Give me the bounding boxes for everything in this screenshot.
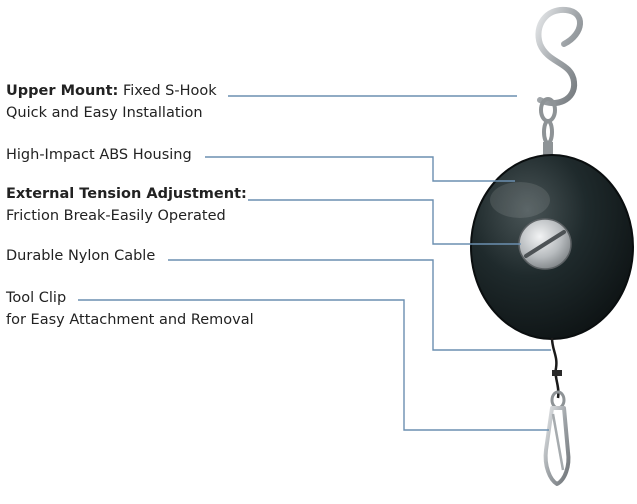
callout-text: High-Impact ABS Housing xyxy=(6,147,192,163)
clip-gate xyxy=(551,413,565,471)
callout-housing: High-Impact ABS Housing xyxy=(6,144,192,166)
callout-title: External Tension Adjustment: xyxy=(6,186,247,202)
callout-upper-mount: Upper Mount: Fixed S-Hook Quick and Easy… xyxy=(6,80,217,124)
knob-slot xyxy=(524,230,566,258)
cable-stop xyxy=(552,370,562,376)
nylon-cable xyxy=(550,337,560,399)
hook-mount xyxy=(543,142,553,156)
callout-nylon-cable: Durable Nylon Cable xyxy=(6,245,155,267)
callout-title: Upper Mount: xyxy=(6,83,119,99)
chain-link xyxy=(542,119,554,145)
leader-cable xyxy=(168,259,551,351)
tool-clip xyxy=(543,406,571,486)
leader-tension xyxy=(248,199,521,245)
leader-clip xyxy=(78,299,549,431)
callout-text: Fixed S-Hook xyxy=(122,83,217,99)
callout-subtext: for Easy Attachment and Removal xyxy=(6,312,254,328)
callout-tool-clip: Tool Clip for Easy Attachment and Remova… xyxy=(6,287,254,331)
leader-housing xyxy=(205,156,515,182)
callout-subtext: Quick and Easy Installation xyxy=(6,105,203,121)
callout-text: Tool Clip xyxy=(6,290,67,306)
callout-tension-adjustment: External Tension Adjustment: Friction Br… xyxy=(6,183,247,227)
housing-highlight xyxy=(490,182,550,218)
callout-text: Durable Nylon Cable xyxy=(6,248,156,264)
s-hook xyxy=(535,6,583,107)
leader-lines xyxy=(78,95,551,431)
callout-subtext: Friction Break-Easily Operated xyxy=(6,208,226,224)
